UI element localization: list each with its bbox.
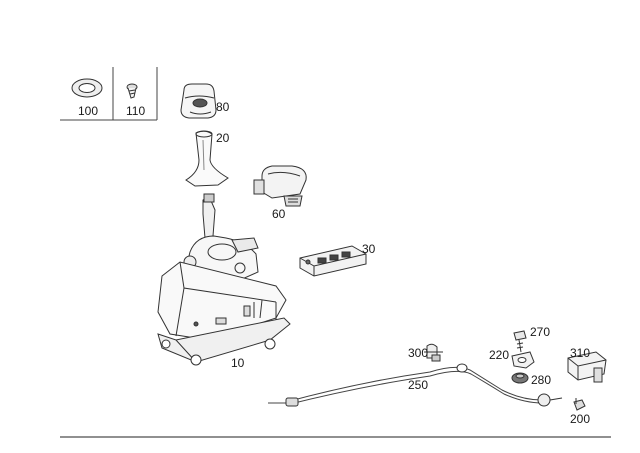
- shift-boot-part: [185, 130, 229, 187]
- part-label-300: 300: [408, 346, 429, 360]
- part-label-250: 250: [408, 378, 429, 392]
- actuator-part: [567, 351, 607, 383]
- part-label-30: 30: [362, 242, 376, 256]
- grommet-part: [511, 372, 529, 384]
- nut-part: [573, 398, 586, 411]
- bracket-part: [511, 351, 535, 369]
- cable-clip-part: [424, 343, 443, 362]
- part-label-10: 10: [231, 356, 245, 370]
- part-label-280: 280: [531, 373, 552, 387]
- shifter-housing-part: [157, 193, 291, 366]
- part-label-200: 200: [570, 412, 591, 426]
- bolt-part: [513, 330, 527, 353]
- part-label-20: 20: [216, 131, 230, 145]
- switch-module-part: [299, 245, 367, 277]
- cover-part: [253, 165, 307, 207]
- part-label-100: 100: [78, 104, 99, 118]
- part-label-220: 220: [489, 348, 510, 362]
- part-label-310: 310: [570, 346, 591, 360]
- part-label-60: 60: [272, 207, 286, 221]
- washer-part: [71, 78, 103, 98]
- part-label-270: 270: [530, 325, 551, 339]
- shift-cable-part: [268, 363, 563, 407]
- shift-knob-part: [180, 83, 217, 119]
- part-label-110: 110: [126, 104, 146, 118]
- screw-part: [126, 83, 138, 99]
- part-label-80: 80: [216, 100, 230, 114]
- small-parts-box: [60, 67, 158, 121]
